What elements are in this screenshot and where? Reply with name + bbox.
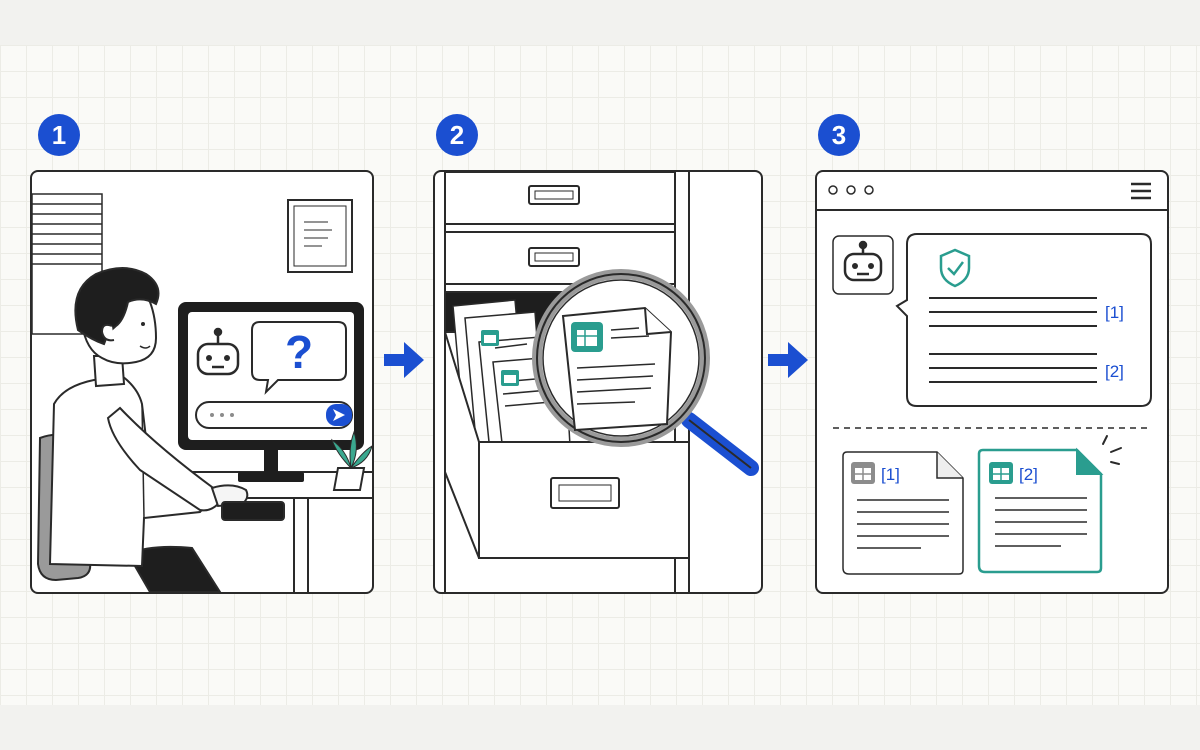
open-drawer: [444, 331, 690, 559]
robot-icon: [196, 327, 240, 376]
sparkle-icon: [1102, 435, 1122, 465]
source-document-1[interactable]: [1]: [842, 451, 964, 575]
calendar-icon: [989, 462, 1013, 484]
step-3-badge: 3: [818, 114, 860, 156]
filing-cabinet-scene: [444, 172, 759, 592]
window-titlebar: [817, 185, 1167, 211]
window-control-dot: [864, 185, 874, 195]
answer-bubble: [1] [2]: [895, 233, 1152, 407]
source-label-1: [1]: [881, 465, 900, 484]
question-mark: ?: [285, 326, 313, 378]
citation-1[interactable]: [1]: [1105, 303, 1124, 322]
wall-frame: [287, 199, 353, 273]
step-1-badge: 1: [38, 114, 80, 156]
question-bubble: ?: [251, 321, 347, 395]
plant-icon: [330, 430, 372, 491]
office-scene: ?: [32, 193, 372, 592]
chat-answer-window: [1] [2] [1]: [817, 182, 1167, 575]
shield-check-icon: [939, 248, 971, 288]
step-2-badge: 2: [436, 114, 478, 156]
source-document-2[interactable]: [2]: [977, 435, 1122, 574]
step-1-panel: ?: [30, 170, 374, 594]
arrow-right-icon: [768, 342, 808, 378]
arrow-right-icon: [384, 342, 424, 378]
robot-icon: [843, 240, 883, 282]
answer-text-lines: [929, 297, 1097, 383]
person: [48, 267, 285, 592]
magnifier-icon: [532, 269, 759, 476]
menu-icon[interactable]: [1131, 182, 1151, 200]
window-control-dot: [846, 185, 856, 195]
source-label-2: [2]: [1019, 465, 1038, 484]
citation-2[interactable]: [2]: [1105, 362, 1124, 381]
window-blinds: [32, 193, 103, 335]
calendar-icon: [481, 330, 519, 386]
window-control-dot: [828, 185, 838, 195]
step-2-panel: [433, 170, 763, 594]
calendar-icon: [851, 462, 875, 484]
step-3-panel: [1] [2] [1]: [815, 170, 1169, 594]
send-icon[interactable]: [326, 404, 352, 426]
robot-avatar: [832, 235, 894, 295]
